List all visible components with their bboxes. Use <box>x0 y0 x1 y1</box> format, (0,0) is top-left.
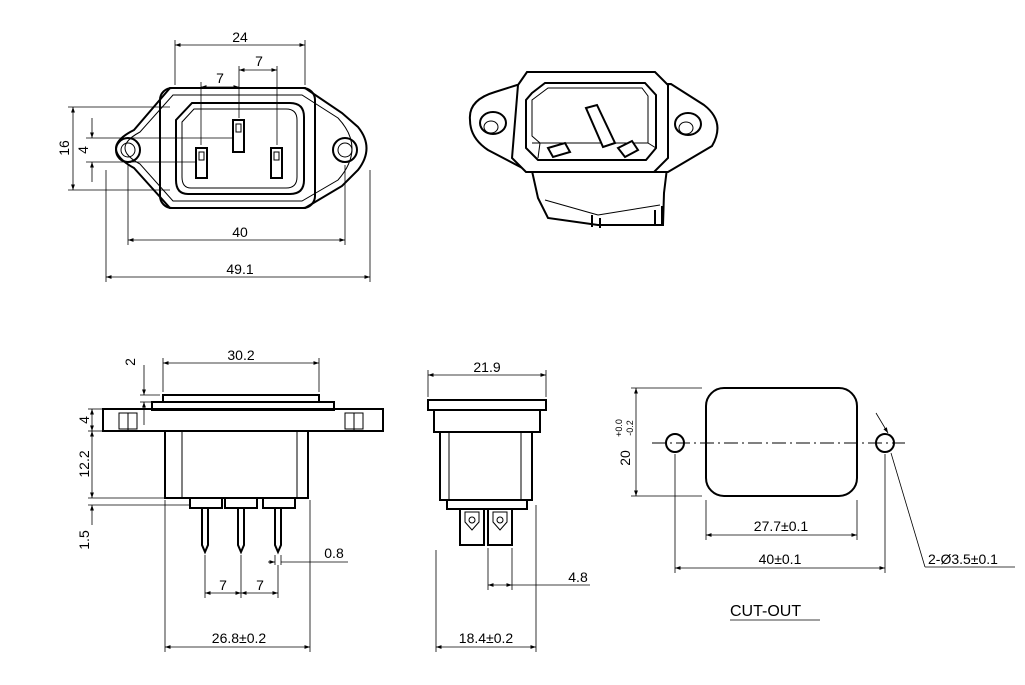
dim-end-top-width: 21.9 <box>473 359 500 375</box>
dim-cutout-width: 27.7±0.1 <box>754 518 809 534</box>
cutout-view: 20 +0.0 -0.2 27.7±0.1 40±0.1 2-Ø3.5±0.1 … <box>614 387 1015 621</box>
dim-pin-thk: 0.8 <box>324 545 344 561</box>
dim-flange-top: 2 <box>122 358 138 366</box>
side-body <box>164 430 309 499</box>
pin-right-slot <box>273 151 280 161</box>
dim-pins: 1.5 <box>76 530 92 550</box>
iso-hole-left <box>479 111 507 135</box>
end-body <box>439 431 533 501</box>
dim-hole-span: 40 <box>232 224 248 240</box>
end-terminal-right <box>487 508 513 546</box>
end-top-cap <box>427 399 547 411</box>
cutout-rect <box>705 387 858 497</box>
cutout-hole-left <box>665 433 685 453</box>
body-outline <box>159 87 316 209</box>
front-view: 24 7 7 16 4 40 49.1 <box>56 29 371 282</box>
dim-side-bottom-width: 26.8±0.2 <box>212 630 267 646</box>
end-terminal-base <box>446 499 528 510</box>
dim-width-top: 24 <box>232 29 248 45</box>
side-pin-3 <box>274 508 282 555</box>
iso-pin-right <box>616 139 640 159</box>
end-view: 21.9 4.8 18.4±0.2 <box>427 359 590 652</box>
side-terminal-1 <box>189 497 223 509</box>
dim-flange: 4 <box>76 416 92 424</box>
side-pin-2 <box>237 508 245 555</box>
mount-hole-left-inner <box>120 142 136 158</box>
mount-hole-right-inner <box>337 142 353 158</box>
iso-opening <box>525 82 657 161</box>
side-top-cap <box>162 394 320 403</box>
dim-side-top-width: 30.2 <box>227 347 254 363</box>
end-terminal-left <box>459 508 485 546</box>
socket-opening <box>175 102 305 195</box>
socket-inner <box>181 108 298 189</box>
cutout-title: CUT-OUT <box>730 603 801 620</box>
dim-total-width: 49.1 <box>226 261 253 277</box>
dim-cutout-height: 20 <box>617 450 633 466</box>
pin-center <box>232 119 245 153</box>
dim-pitch-a: 7 <box>219 577 227 593</box>
dim-terminal: 4.8 <box>568 569 588 585</box>
cutout-hole-right <box>875 433 895 453</box>
pin-left <box>195 147 208 179</box>
dim-cutout-holes: 2-Ø3.5±0.1 <box>928 551 998 567</box>
iso-pin-left <box>546 141 572 159</box>
side-terminal-2 <box>224 497 258 509</box>
dim-pin-right: 7 <box>255 53 263 69</box>
dim-pin-left: 7 <box>216 70 224 86</box>
mount-hole-right <box>332 137 358 163</box>
pin-left-slot <box>198 151 205 161</box>
dim-end-bottom-width: 18.4±0.2 <box>459 630 514 646</box>
iso-pin-center <box>584 103 617 149</box>
side-view: 30.2 2 4 12.2 1.5 0.8 7 7 26.8±0.2 <box>76 347 384 652</box>
pin-right <box>270 147 283 179</box>
dim-body: 12.2 <box>76 450 92 477</box>
side-flange <box>102 408 384 432</box>
dim-cutout-hole-span: 40±0.1 <box>759 551 802 567</box>
dim-height-inner: 4 <box>75 146 91 154</box>
dim-cutout-tol-plus: +0.0 <box>614 419 624 437</box>
dim-height-outer: 16 <box>56 140 72 156</box>
end-flange <box>433 409 541 433</box>
side-pin-1 <box>201 508 209 555</box>
dim-cutout-tol-minus: -0.2 <box>625 420 635 436</box>
side-flange-top <box>151 401 335 411</box>
dim-pitch-b: 7 <box>256 577 264 593</box>
side-terminal-3 <box>262 497 296 509</box>
isometric-view <box>468 71 719 228</box>
pin-center-slot <box>235 123 242 133</box>
iso-hole-right <box>674 112 702 136</box>
flange-inner-outline <box>124 94 353 202</box>
